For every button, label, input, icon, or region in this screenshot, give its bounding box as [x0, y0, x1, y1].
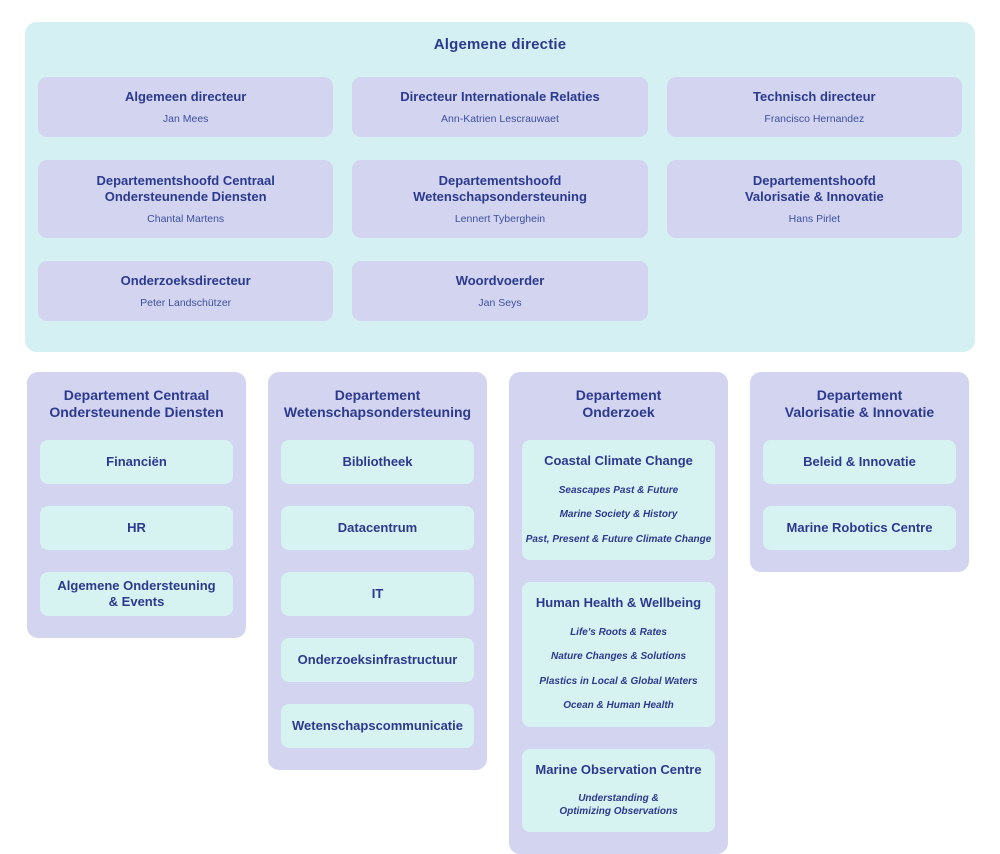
director-role: Departementshoofd Wetenschapsondersteuni… [413, 173, 587, 204]
department-title: Departement Valorisatie & Innovatie [784, 387, 935, 420]
director-name: Lennert Tyberghein [454, 212, 546, 225]
research-group-card: Coastal Climate Change Seascapes Past & … [522, 440, 715, 561]
department-column-wetenschapsondersteuning: Departement Wetenschapsondersteuning Bib… [268, 372, 487, 771]
unit-label: Marine Robotics Centre [786, 520, 933, 536]
research-line-item: Understanding & Optimizing Observations [559, 793, 678, 817]
research-group-card: Human Health & Wellbeing Life's Roots & … [522, 582, 715, 727]
department-column-valorisatie-innovatie: Departement Valorisatie & Innovatie Bele… [750, 372, 969, 573]
director-role: Departementshoofd Centraal Ondersteunend… [96, 173, 275, 204]
unit-label: Datacentrum [337, 520, 418, 536]
unit-card: Marine Robotics Centre [763, 506, 956, 551]
research-group-title: Marine Observation Centre [535, 761, 702, 777]
director-card: Technisch directeur Francisco Hernandez [666, 77, 962, 137]
director-card: Onderzoeksdirecteur Peter Landschützer [38, 261, 334, 321]
research-group-title: Coastal Climate Change [544, 453, 693, 469]
unit-card: Datacentrum [281, 506, 474, 551]
department-title: Departement Onderzoek [575, 387, 662, 420]
research-group-card: Marine Observation Centre Understanding … [522, 748, 715, 833]
unit-label: IT [371, 586, 384, 602]
department-title: Departement Wetenschapsondersteuning [283, 387, 472, 420]
director-name: Francisco Hernandez [764, 112, 865, 125]
unit-label: HR [127, 520, 146, 536]
director-name: Jan Seys [478, 296, 522, 309]
department-column-onderzoek: Departement Onderzoek Coastal Climate Ch… [509, 372, 728, 854]
department-column-centraal-ondersteunende-diensten: Departement Centraal Ondersteunende Dien… [27, 372, 246, 639]
unit-card: Wetenschapscommunicatie [281, 704, 474, 749]
director-card: Departementshoofd Valorisatie & Innovati… [666, 160, 962, 238]
director-card: Departementshoofd Centraal Ondersteunend… [38, 160, 334, 238]
research-line-item: Past, Present & Future Climate Change [525, 533, 712, 545]
unit-card: HR [40, 506, 233, 551]
unit-card: Onderzoeksinfrastructuur [281, 638, 474, 683]
director-role: Directeur Internationale Relaties [400, 89, 600, 105]
directie-grid: Algemeen directeur Jan Mees Directeur In… [38, 77, 962, 321]
director-card: Departementshoofd Wetenschapsondersteuni… [352, 160, 648, 238]
director-role: Algemeen directeur [124, 89, 247, 105]
unit-label: Wetenschapscommunicatie [292, 718, 463, 734]
unit-card: Beleid & Innovatie [763, 440, 956, 485]
director-name: Jan Mees [162, 112, 209, 125]
unit-label: Onderzoeksinfrastructuur [297, 652, 458, 668]
research-group-title: Human Health & Wellbeing [535, 595, 702, 611]
research-line-item: Ocean & Human Health [563, 700, 674, 712]
research-line-item: Nature Changes & Solutions [550, 651, 686, 663]
unit-card: Financiën [40, 440, 233, 485]
research-line-item: Seascapes Past & Future [558, 484, 679, 496]
unit-card: IT [281, 572, 474, 617]
director-name: Ann-Katrien Lescrauwaet [441, 112, 559, 125]
director-name: Peter Landschützer [140, 296, 232, 309]
departments-row: Departement Centraal Ondersteunende Dien… [27, 372, 973, 854]
director-card: Algemeen directeur Jan Mees [38, 77, 334, 137]
director-role: Onderzoeksdirecteur [120, 273, 251, 289]
director-role: Technisch directeur [753, 89, 876, 105]
director-card: Woordvoerder Jan Seys [352, 261, 648, 321]
unit-label: Algemene Ondersteuning & Events [57, 578, 216, 610]
unit-card: Bibliotheek [281, 440, 474, 485]
unit-label: Bibliotheek [342, 454, 413, 470]
director-name: Hans Pirlet [788, 212, 840, 225]
research-line-item: Marine Society & History [559, 509, 678, 521]
unit-card: Algemene Ondersteuning & Events [40, 572, 233, 617]
directie-title: Algemene directie [433, 36, 567, 53]
director-name: Chantal Martens [147, 212, 225, 225]
unit-label: Financiën [106, 454, 167, 470]
director-role: Woordvoerder [455, 273, 545, 289]
department-title: Departement Centraal Ondersteunende Dien… [49, 387, 224, 420]
director-card: Directeur Internationale Relaties Ann-Ka… [352, 77, 648, 137]
research-line-item: Life's Roots & Rates [570, 626, 667, 638]
unit-label: Beleid & Innovatie [803, 454, 916, 470]
director-role: Departementshoofd Valorisatie & Innovati… [744, 173, 884, 204]
directie-panel: Algemene directie Algemeen directeur Jan… [25, 22, 975, 352]
research-line-item: Plastics in Local & Global Waters [539, 675, 698, 687]
